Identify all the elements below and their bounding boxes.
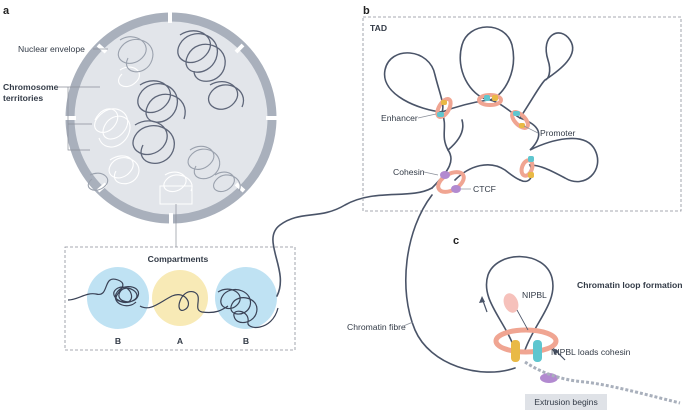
chromosome-territories-label-2: territories: [3, 93, 43, 103]
nuclear-pores: [64, 12, 277, 224]
enhancer-motor: [441, 100, 447, 105]
chromosome-territories: [87, 30, 245, 193]
compartment-label-a: A: [177, 336, 183, 346]
cohesin-ring-loading: [493, 327, 559, 355]
cohesin-ring-top: [477, 93, 503, 107]
cohesin-motor-left: [511, 340, 520, 362]
promoter-label: Promoter: [540, 128, 575, 138]
extrusion-arrowhead-in: [553, 348, 559, 355]
enhancer-label: Enhancer: [381, 113, 418, 123]
promoter-marker: [519, 123, 525, 128]
chromatin-fibre-leader: [400, 321, 414, 328]
compartment-a: [152, 270, 208, 326]
nipbl-loads-label: NIPBL loads cohesin: [551, 347, 631, 357]
tad-title: TAD: [370, 23, 387, 33]
enhancer-leader: [417, 113, 437, 119]
chromatin-loop-formation-label: Chromatin loop formation: [577, 280, 683, 290]
extrusion-label: Extrusion begins: [534, 397, 598, 407]
ctcf-lower: [451, 185, 461, 193]
cohesin-leader: [423, 171, 439, 176]
chromatin-fibre-arc: [405, 194, 516, 373]
cohesin-motor-right: [533, 340, 542, 362]
enhancer-marker: [437, 112, 444, 117]
ctcf-upper: [440, 171, 450, 179]
tad-box: [362, 16, 682, 212]
extrusion-arrowhead-up: [479, 296, 485, 303]
forming-loop: [485, 255, 554, 351]
cohesin-label: Cohesin: [393, 167, 425, 177]
compartment-label-b-left: B: [115, 336, 121, 346]
lower-motor-1: [528, 156, 534, 162]
lower-motor-2: [528, 172, 534, 178]
connecting-fibre: [272, 187, 433, 297]
tad-cohesin-complexes: [435, 93, 535, 194]
tad-loops: [383, 26, 599, 189]
chromosome-territories-label-1: Chromosome: [3, 82, 59, 92]
nipbl-label: NIPBL: [522, 290, 547, 300]
panel-b-label: b: [363, 5, 370, 17]
extrusion-badge: [525, 394, 607, 410]
compartment-b-left: [87, 267, 149, 329]
panel-a-label: a: [3, 5, 10, 17]
nipbl-arrow: [516, 309, 529, 331]
cohesin-ring-promoter: [510, 110, 530, 130]
chromosome-territories-leader: [57, 86, 100, 151]
compartments-box: [64, 246, 296, 351]
panel-c-label: c: [453, 235, 459, 247]
promoter-leader: [523, 125, 539, 134]
compartment-chromatin: [67, 278, 279, 329]
ctcf-label: CTCF: [473, 184, 496, 194]
cohesin-ring-base: [436, 170, 466, 194]
chromatin-fibre-label: Chromatin fibre: [347, 322, 406, 332]
compartments-title: Compartments: [148, 254, 209, 264]
compartment-label-b-right: B: [243, 336, 249, 346]
nipbl-shape: [503, 293, 519, 313]
nucleus: [64, 12, 277, 224]
top-motor-1: [484, 95, 490, 101]
nuclear-envelope-label: Nuclear envelope: [18, 44, 85, 54]
top-motor-2: [492, 95, 498, 101]
promoter-motor: [513, 111, 520, 116]
